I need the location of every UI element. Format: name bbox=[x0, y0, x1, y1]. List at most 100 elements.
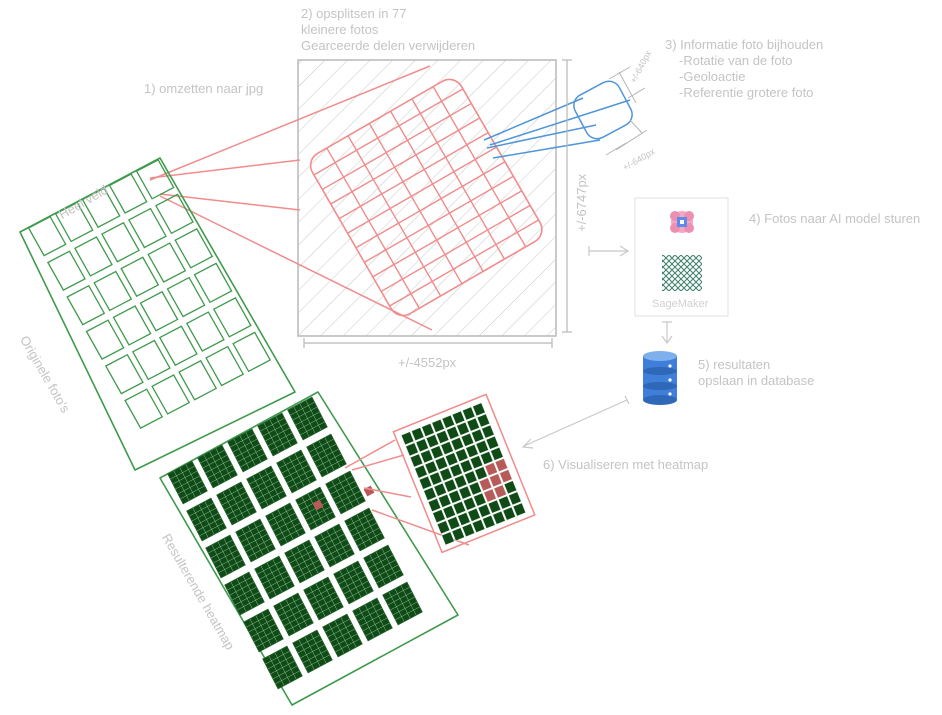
heatmap-tile-gridline bbox=[287, 545, 312, 559]
heatmap-tile-gridline bbox=[196, 517, 222, 532]
heatmap-tile-gridline bbox=[219, 487, 244, 501]
heatmap-tile-gridline bbox=[300, 644, 325, 659]
heatmap-field bbox=[159, 391, 459, 706]
photo-tile bbox=[112, 305, 152, 346]
photo-tile bbox=[193, 262, 233, 304]
heatmap-detail-cell bbox=[477, 503, 492, 518]
heatmap-tile-gridline bbox=[349, 517, 375, 532]
heatmap-tile-gridline bbox=[259, 565, 285, 580]
heatmap-tile-gridline bbox=[309, 439, 334, 453]
photo-tile bbox=[174, 228, 214, 269]
heatmap-detail-cell bbox=[474, 466, 488, 481]
heatmap-tile-gridline bbox=[278, 602, 304, 617]
heatmap-tile-gridline bbox=[227, 577, 252, 591]
heatmap-tile-gridline bbox=[298, 492, 323, 506]
heatmap-tile-gridline bbox=[229, 581, 255, 596]
heatmap-detail-cell bbox=[439, 467, 453, 482]
heatmap-tile-gridline bbox=[313, 596, 339, 611]
photo-tile bbox=[104, 353, 144, 395]
heatmap-tile-gridline bbox=[327, 548, 352, 562]
heatmap-tile-gridline bbox=[259, 490, 284, 504]
heatmap-tile-gridline bbox=[366, 550, 391, 564]
heatmap-tile-gridline bbox=[191, 507, 217, 522]
heatmap-tile-gridline bbox=[286, 617, 311, 631]
split-grid-line bbox=[372, 190, 523, 278]
heatmap-tile-gridline bbox=[355, 603, 380, 617]
heatmap-tile-gridline bbox=[256, 633, 281, 647]
heatmap-tile-gridline bbox=[177, 480, 203, 495]
heatmap-detail-cell bbox=[425, 434, 440, 449]
heatmap-tile-gridline bbox=[319, 533, 345, 548]
heatmap-detail-cell bbox=[418, 475, 433, 490]
heatmap-tile-gridline bbox=[237, 596, 262, 610]
heatmap-tile-gridline bbox=[264, 575, 290, 590]
heatmap-tile-gridline bbox=[253, 628, 279, 643]
split-grid-border bbox=[309, 78, 543, 317]
heatmap-tile-gridline bbox=[316, 601, 341, 615]
heatmap-tile-gridline bbox=[308, 511, 333, 525]
photo-tile bbox=[108, 173, 148, 214]
photo-tile bbox=[93, 270, 133, 312]
heatmap-detail-cell bbox=[464, 470, 478, 485]
heatmap-tile-gridline bbox=[283, 612, 309, 627]
heatmap-tile-gridline bbox=[207, 464, 233, 479]
split-grid bbox=[309, 78, 543, 317]
heatmap-tile-gridline bbox=[335, 490, 361, 505]
split-grid-line bbox=[347, 146, 497, 234]
heatmap-tile-gridline bbox=[270, 660, 295, 675]
photo-tile bbox=[128, 207, 167, 249]
heatmap-detail-cell bbox=[461, 523, 476, 538]
heatmap-tile-gridline bbox=[311, 443, 337, 458]
split-grid-line bbox=[347, 135, 442, 297]
heatmap-tile-gridline bbox=[297, 639, 323, 654]
heatmap-tile-gridline bbox=[286, 469, 312, 484]
heatmap-tile-gridline bbox=[245, 538, 271, 553]
single-tile bbox=[573, 80, 633, 140]
heatmap-tile-gridline bbox=[240, 528, 266, 543]
step3-item1: -Rotatie van de foto bbox=[679, 53, 793, 68]
photo-tile bbox=[131, 339, 171, 381]
heatmap-detail-cell bbox=[473, 492, 487, 507]
heatmap-detail-cell bbox=[482, 514, 496, 529]
heatmap-tile-gridline bbox=[267, 580, 292, 594]
brain-chip-icon bbox=[670, 211, 694, 233]
heatmap-detail-cell bbox=[457, 511, 471, 527]
heatmap-tile-gridline bbox=[262, 570, 287, 585]
tile-zoom-lines bbox=[483, 97, 631, 159]
heatmap-tile-gridline bbox=[319, 458, 344, 472]
step2-line2: kleinere fotos bbox=[301, 22, 379, 37]
heatmap-detail-cell bbox=[490, 446, 504, 461]
heatmap-tile-gridline bbox=[202, 454, 228, 469]
heatmap-detail bbox=[392, 393, 536, 554]
heatmap-tile-gridline bbox=[294, 559, 320, 574]
heatmap-detail-cell bbox=[472, 402, 486, 417]
heatmap-tile-gridline bbox=[279, 455, 304, 469]
heatmap-detail-cell bbox=[502, 506, 516, 521]
heatmap-tile-gridline bbox=[360, 612, 385, 627]
step1-label: 1) omzetten naar jpg bbox=[144, 81, 264, 96]
heatmap-detail-cell bbox=[436, 520, 451, 535]
heatmap-tile-gridline bbox=[302, 649, 328, 664]
hatched-big-image bbox=[297, 59, 557, 337]
heatmap-tile-gridline bbox=[267, 432, 293, 447]
heatmap-tile-gridline bbox=[172, 470, 198, 485]
heatmap-tile-gridline bbox=[316, 453, 342, 468]
heatmap-hotspot bbox=[312, 499, 324, 511]
heatmap-detail-cell bbox=[424, 460, 438, 475]
heatmap-tile-gridline bbox=[234, 591, 260, 606]
photo-tile bbox=[166, 276, 206, 318]
heatmap-detail-cell bbox=[410, 427, 425, 442]
split-grid-line bbox=[338, 131, 489, 220]
heatmap-detail-hot-cell bbox=[483, 488, 497, 503]
heatmap-detail-cell bbox=[409, 453, 424, 468]
heatmap-detail-cell bbox=[476, 413, 491, 428]
heatmap-tile-gridline bbox=[272, 665, 298, 680]
heatmap-tile-gridline bbox=[292, 554, 317, 569]
heatmap-tile-gridline bbox=[306, 582, 331, 596]
split-grid-line bbox=[355, 161, 506, 249]
photo-tile bbox=[74, 236, 113, 277]
heatmap-detail-cell bbox=[460, 432, 475, 447]
heatmap-detail-cell bbox=[437, 493, 452, 508]
heatmap-tile-gridline bbox=[260, 418, 285, 432]
